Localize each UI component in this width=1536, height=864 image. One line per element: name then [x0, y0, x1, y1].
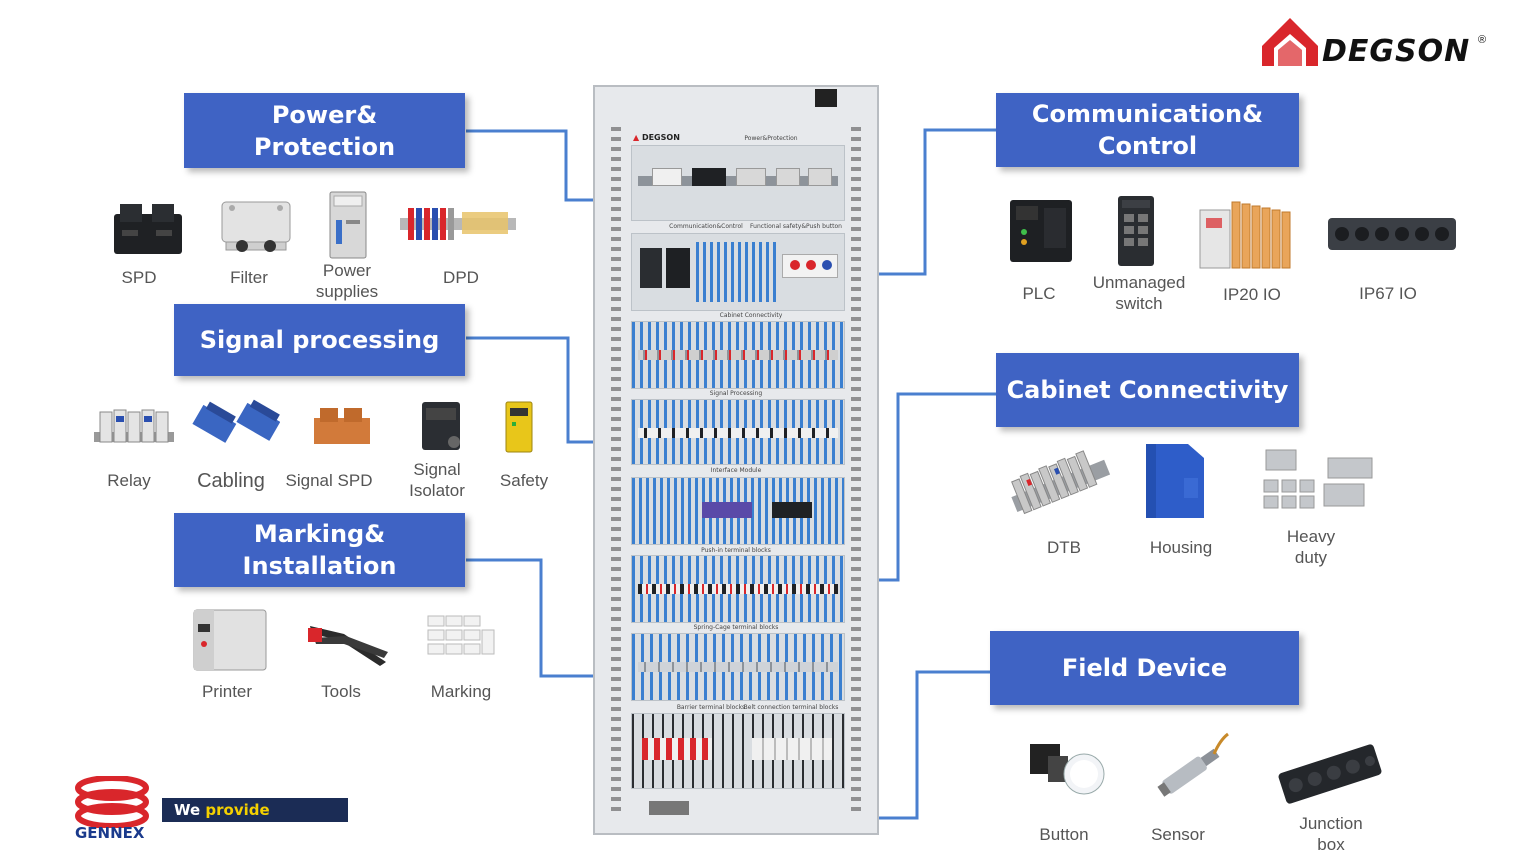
degson-reg: ®: [1478, 34, 1487, 46]
power-supply-icon: [329, 191, 367, 259]
switch-icon: [1118, 196, 1154, 266]
label-plc: PLC: [1022, 284, 1056, 303]
cabinet-top-lock: [815, 89, 837, 107]
degson-logo: DEGSON ®: [1262, 18, 1492, 70]
connector-field: [850, 670, 990, 820]
label-junction-box: Junction box: [1299, 814, 1363, 854]
label-filter: Filter: [230, 268, 268, 287]
shelf-caption-spring-cage: Spring-Cage terminal blocks: [693, 624, 779, 631]
shelf-caption-signal: Signal Processing: [709, 390, 763, 397]
dpd-icon: [400, 208, 516, 240]
connector-marking: [466, 558, 625, 678]
header-communication-control: Communication& Control: [996, 93, 1299, 167]
gennex-logo: GENNEX: [72, 776, 152, 846]
signal-spd-icon: [314, 408, 370, 444]
header-field-device: Field Device: [990, 631, 1299, 705]
label-dpd: DPD: [443, 268, 479, 287]
cabinet-logo: ▲ DEGSON: [633, 133, 680, 142]
junction-box-icon: [1278, 744, 1382, 804]
marking-icon: [427, 615, 495, 655]
header-cabinet-connectivity: Cabinet Connectivity: [996, 353, 1299, 427]
label-heavy-duty: Heavy duty: [1286, 527, 1336, 567]
label-housing: Housing: [1149, 538, 1213, 557]
header-marking-installation: Marking& Installation: [174, 513, 465, 587]
signal-isolator-icon: [422, 402, 460, 450]
cabinet-bottom-fitting: [649, 801, 689, 815]
shelf-spring-cage-terminal-blocks: [631, 633, 845, 701]
shelf-cabinet-connectivity: [631, 321, 845, 389]
gennex-mark-icon: [75, 776, 149, 828]
shelf-signal-processing: [631, 399, 845, 465]
dtb-icon: [1011, 450, 1111, 515]
slogan: We provide solutions.: [162, 798, 348, 843]
label-button: Button: [1039, 825, 1089, 844]
gennex-wordmark: GENNEX: [75, 824, 145, 842]
shelf-barrier-belt-terminal-blocks: [631, 713, 845, 789]
shelf-caption-belt: Belt connection terminal blocks: [743, 704, 839, 711]
cabinet-side-rail-right: [851, 127, 861, 817]
shelf-push-in-terminal-blocks: [631, 555, 845, 623]
label-sensor: Sensor: [1151, 825, 1205, 844]
shelf-caption-push-in: Push-in terminal blocks: [701, 547, 771, 554]
ip20-io-icon: [1199, 201, 1291, 269]
label-marking: Marking: [430, 682, 492, 701]
label-spd: SPD: [121, 268, 157, 287]
tools-icon: [308, 626, 388, 666]
degson-wordmark: DEGSON: [1322, 34, 1471, 69]
shelf-caption-cabinet: Cabinet Connectivity: [719, 312, 783, 319]
filter-icon: [221, 201, 291, 252]
spd-icon: [114, 204, 182, 254]
label-signal-isolator: Signal Isolator: [409, 460, 465, 500]
label-unmanaged-switch: Unmanaged switch: [1092, 273, 1186, 313]
shelf-caption-power: Power&Protection: [744, 135, 798, 142]
shelf-caption-barrier: Barrier terminal blocks: [676, 704, 746, 711]
label-signal-spd: Signal SPD: [285, 471, 373, 490]
button-icon: [1030, 744, 1105, 795]
shelf-interface-module: [631, 477, 845, 545]
label-ip20-io: IP20 IO: [1223, 285, 1281, 304]
sensor-icon: [1157, 732, 1229, 797]
label-printer: Printer: [201, 682, 253, 701]
relay-icon: [94, 409, 174, 443]
label-dtb: DTB: [1047, 538, 1081, 557]
degson-mark-icon: [1262, 18, 1318, 66]
label-tools: Tools: [321, 682, 361, 701]
label-safety: Safety: [499, 471, 549, 490]
shelf-communication-control: [631, 233, 845, 311]
safety-icon: [505, 401, 533, 453]
shelf-power-protection: [631, 145, 845, 221]
shelf-caption-interface: Interface Module: [710, 467, 762, 474]
shelf-caption-comm: Communication&Control: [669, 223, 743, 230]
heavy-duty-icon: [1263, 449, 1373, 509]
housing-icon: [1146, 444, 1204, 518]
plc-icon: [1010, 200, 1072, 262]
printer-icon: [193, 609, 267, 671]
cabinet-side-rail-left: [611, 127, 621, 817]
label-cabling: Cabling: [197, 470, 265, 492]
label-relay: Relay: [107, 471, 151, 490]
header-signal-processing: Signal processing: [174, 304, 465, 376]
shelf-caption-safety: Functional safety&Push button: [750, 223, 842, 230]
header-power-protection: Power& Protection: [184, 93, 465, 168]
control-cabinet: ▲ DEGSON Power&Protection Communication&…: [593, 85, 879, 835]
label-power-supplies: Power supplies: [315, 261, 379, 301]
cabling-icon: [192, 399, 280, 443]
label-ip67-io: IP67 IO: [1359, 284, 1417, 303]
ip67-io-icon: [1328, 218, 1456, 250]
